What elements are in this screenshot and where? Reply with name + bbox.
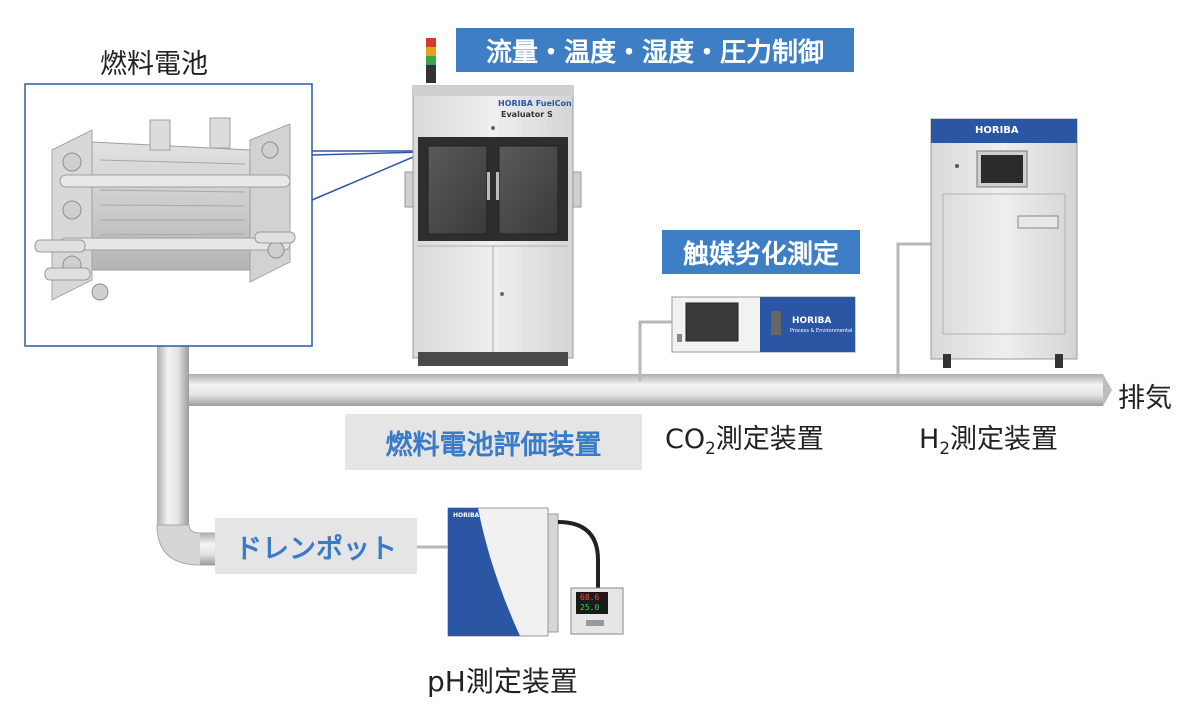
catalyst-banner: 触媒劣化測定	[662, 230, 860, 274]
evaluator-cabinet-image	[404, 38, 582, 366]
evaluator-label: 燃料電池評価装置	[345, 414, 642, 470]
exhaust-label: 排気	[1118, 383, 1172, 414]
control-banner: 流量・温度・湿度・圧力制御	[456, 28, 854, 72]
ph-reading-1: 68.6	[580, 593, 600, 602]
ph-meter-image	[447, 507, 624, 637]
ph-reading-2: 25.0	[580, 603, 600, 612]
fuel-cell-label: 燃料電池	[100, 49, 208, 80]
ph-device-label: pH測定装置	[427, 665, 578, 698]
co2-brand-sub: Process & Environmental	[790, 328, 853, 334]
drain-pot-label: ドレンポット	[215, 518, 417, 574]
co2-analyzer-image	[671, 296, 856, 353]
ph-brand: HORIBA	[453, 512, 480, 519]
fuel-cell-stack-image	[24, 83, 313, 347]
h2-label: H2測定装置	[919, 424, 1058, 458]
connector-lines	[417, 242, 931, 549]
evaluator-model: Evaluator S	[501, 110, 553, 119]
co2-label: CO2測定装置	[665, 424, 824, 458]
h2-analyzer-image	[930, 118, 1078, 368]
evaluator-brand: HORIBA FuelCon	[498, 99, 572, 108]
exhaust-pipe	[183, 374, 1112, 406]
signal-tower-icon	[426, 38, 436, 83]
co2-brand: HORIBA	[792, 316, 832, 326]
h2-brand: HORIBA	[975, 125, 1019, 136]
